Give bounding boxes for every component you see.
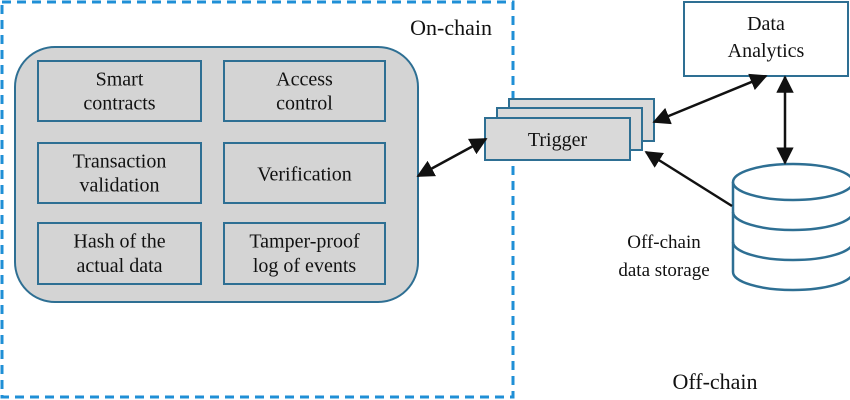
component-label-line: Tamper-proof (249, 231, 360, 253)
storage-label-line: Off-chain (627, 232, 701, 253)
database-cylinder-icon (731, 162, 850, 292)
onchain-zone-border (0, 0, 515, 399)
onchain-label: On-chain (410, 15, 492, 40)
component-label-line: Transaction (73, 151, 167, 173)
component-access-control: Access control (223, 60, 386, 122)
component-label-line: Access (276, 69, 333, 91)
component-label-line: Verification (257, 164, 351, 186)
component-transaction-validation: Transaction validation (37, 142, 202, 204)
component-label-line: validation (80, 175, 160, 197)
component-smart-contracts: Smart contracts (37, 60, 202, 122)
component-label-line: contracts (83, 93, 155, 115)
component-hash-of-data: Hash of the actual data (37, 222, 202, 285)
component-label-line: control (276, 93, 333, 115)
data-analytics-box: Data Analytics (683, 1, 849, 77)
component-verification: Verification (223, 142, 386, 204)
trigger-box (484, 117, 631, 161)
component-tamper-proof-log: Tamper-proof log of events (223, 222, 386, 285)
trigger-label: Trigger (528, 129, 588, 151)
component-label-line: actual data (76, 255, 162, 277)
offchain-label: Off-chain (672, 369, 757, 394)
arrow-panel-trigger (416, 137, 488, 178)
trigger-stack: Trigger (484, 98, 655, 161)
arrow-database-trigger (644, 150, 733, 208)
component-label-line: log of events (253, 255, 357, 277)
analytics-label-line: Data (747, 13, 785, 35)
analytics-label-line: Analytics (728, 40, 805, 62)
component-label-line: Smart (96, 69, 144, 91)
arrow-trigger-analytics (652, 73, 768, 125)
component-label-line: Hash of the (73, 231, 165, 253)
storage-label-line: data storage (618, 260, 709, 281)
